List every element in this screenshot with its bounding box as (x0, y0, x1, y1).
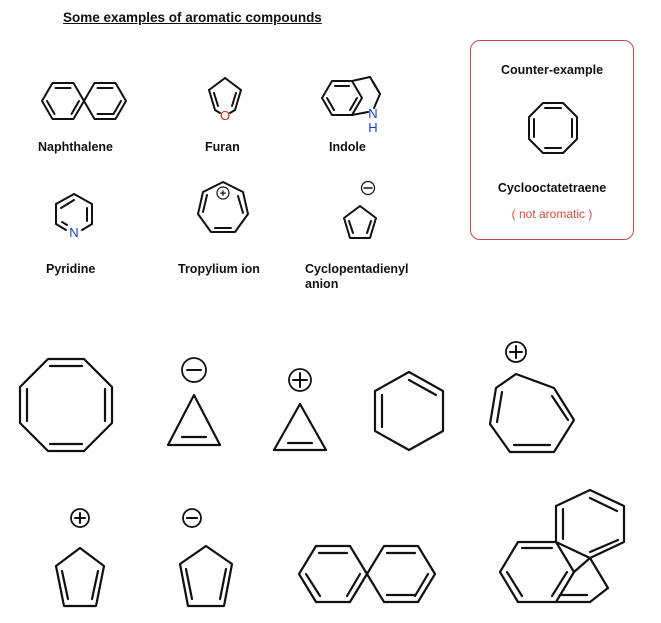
furan-label: Furan (205, 140, 240, 154)
tropylium-label: Tropylium ion (178, 262, 260, 276)
cyclopentadienyl-structure-small (343, 180, 377, 239)
furan-structure: O (208, 77, 242, 123)
tropylium-structure-small: + (197, 181, 249, 233)
cyclopropenyl-anion-structure (166, 357, 222, 447)
plus-charge-icon (288, 368, 312, 392)
naphthalene-structure-small (41, 82, 127, 120)
pyridine-nitrogen-atom: N (69, 225, 78, 240)
cyclopentadienyl-label: Cyclopentadienyl anion (305, 262, 409, 292)
minus-charge-icon (182, 508, 202, 528)
plus-charge-icon (70, 508, 90, 528)
counter-example-title: Counter-example (500, 63, 604, 77)
cyclooctatetraene-structure-large (18, 357, 114, 453)
tropylium-structure-large (488, 341, 576, 454)
furan-oxygen-atom: O (220, 108, 230, 123)
plus-charge-icon (216, 186, 230, 200)
cyclooctatetraene-label: Cyclooctatetraene (497, 181, 607, 195)
naphthalene-label: Naphthalene (38, 140, 114, 154)
plus-charge-icon (505, 341, 527, 363)
cyclopropenyl-cation-structure (272, 368, 328, 452)
counter-example-box: Counter-example Cyclooctatetraene ( not … (470, 40, 634, 240)
pyridine-label: Pyridine (46, 262, 96, 276)
cyclopentadienyl-label-line2: anion (305, 277, 339, 291)
cyclopentadienyl-label-line1: Cyclopentadienyl (305, 262, 409, 276)
indole-nitrogen-atom: N (368, 106, 377, 121)
cyclopentadienyl-cation-structure (54, 508, 106, 608)
cyclopentadienyl-anion-structure-large (178, 508, 234, 608)
naphthalene-structure-large (297, 544, 437, 604)
plus-charge-sign: + (220, 188, 226, 200)
indole-structure: N H (321, 76, 381, 135)
not-aromatic-note: ( not aromatic ) (511, 207, 593, 221)
minus-charge-icon (181, 357, 207, 383)
cyclohexadiene-structure (373, 370, 445, 452)
indole-hydrogen-atom: H (368, 120, 377, 135)
cyclooctatetraene-structure-small (528, 102, 578, 154)
phenanthrene-structure (498, 488, 626, 604)
page-title: Some examples of aromatic compounds (63, 10, 322, 25)
pyridine-structure: N (55, 193, 93, 240)
indole-label: Indole (329, 140, 366, 154)
minus-charge-icon (360, 180, 376, 196)
